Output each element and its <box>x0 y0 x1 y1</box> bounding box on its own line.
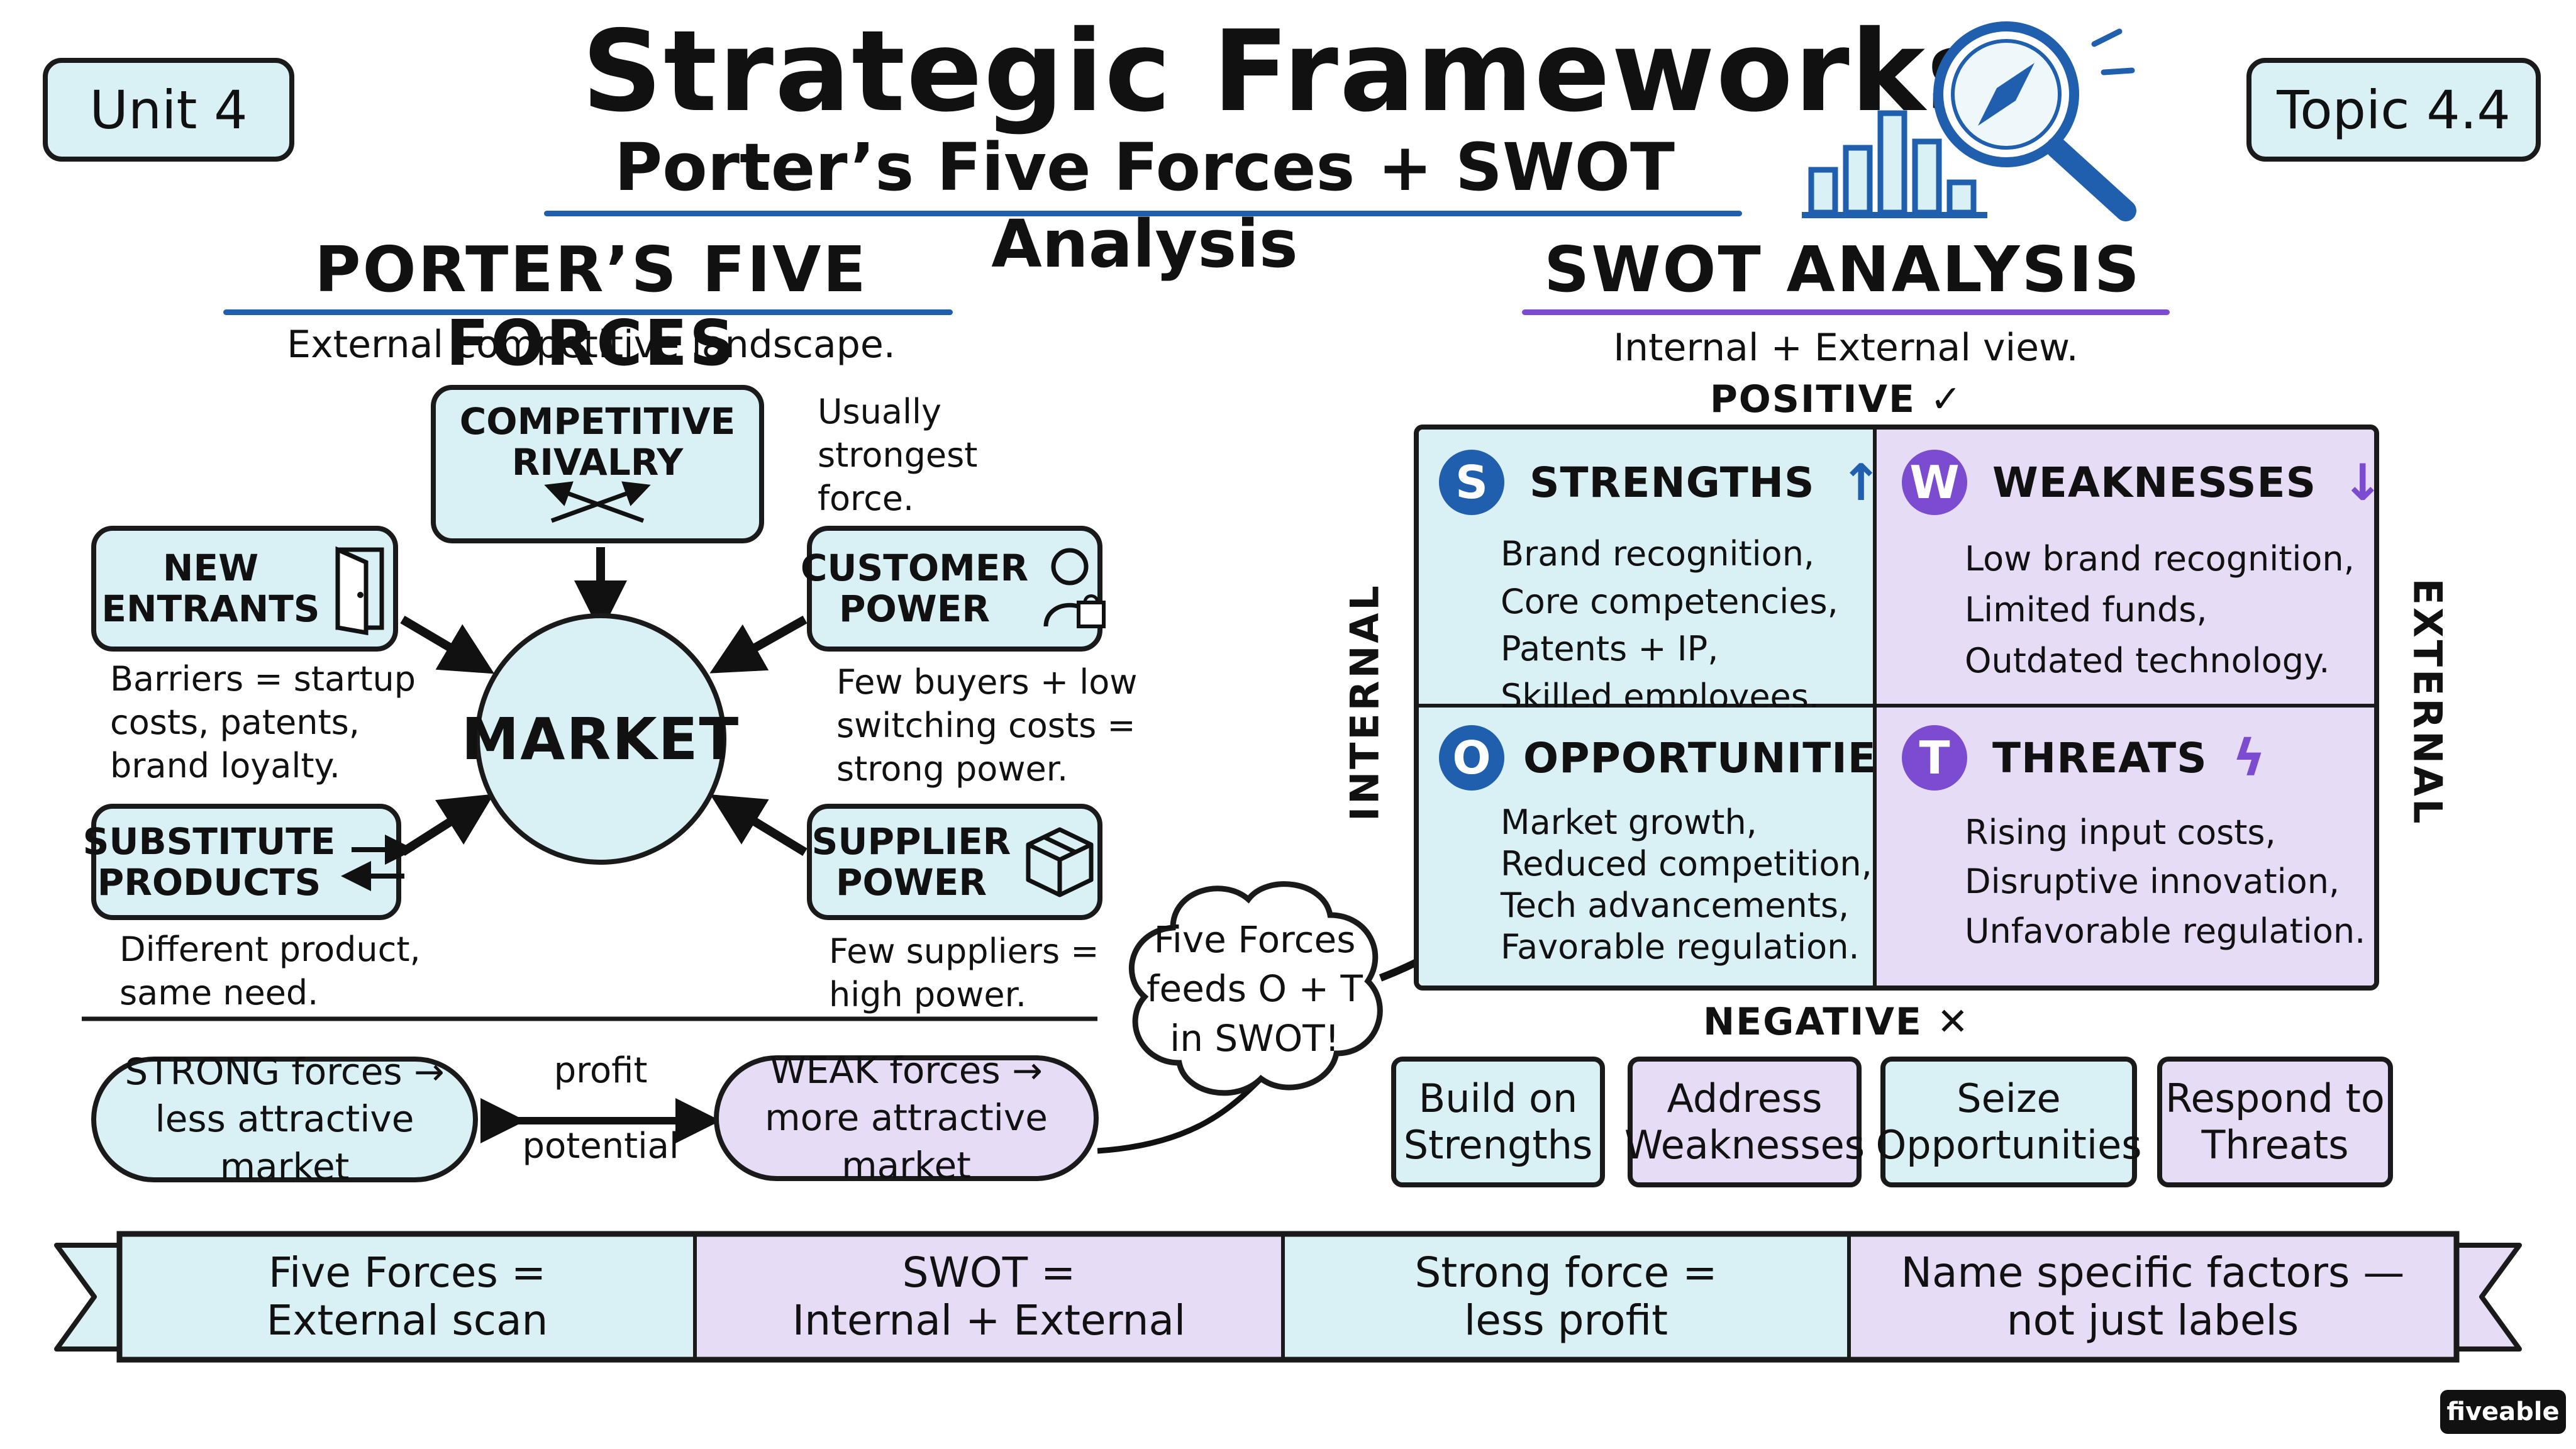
door-icon <box>335 546 384 636</box>
swot-heading-underline <box>1522 309 2170 315</box>
competitive-rivalry-box: COMPETITIVE RIVALRY <box>431 385 764 543</box>
positive-label: POSITIVE ✓ <box>1709 377 1963 421</box>
weaknesses-letter-badge: W <box>1902 450 1967 515</box>
brand-logo: fiveable <box>2440 1390 2566 1434</box>
supplier-power-box: SUPPLIER POWER <box>807 804 1102 920</box>
crossed-arrows-icon <box>544 481 651 523</box>
banner-ribbon <box>54 1231 2522 1363</box>
threats-quadrant: T THREATS ϟ Rising input costs, Disrupti… <box>1877 708 2374 985</box>
action-seize-opportunities: Seize Opportunities <box>1875 1057 2142 1187</box>
opportunities-list: Market growth, Reduced competition, Tech… <box>1501 802 1872 967</box>
action-build-strengths: Build on Strengths <box>1391 1057 1605 1187</box>
page-subtitle: Porter’s Five Forces + SWOT Analysis <box>614 129 1675 282</box>
customer-power-box: CUSTOMER POWER <box>801 526 1106 652</box>
unit-tag: Unit 4 <box>43 58 294 162</box>
weak-forces-bubble: WEAK forces → more attractive market <box>714 1049 1099 1187</box>
substitutes-note: Different product, same need. <box>119 930 421 1013</box>
swap-arrows-icon <box>341 834 416 891</box>
negative-label: NEGATIVE ✕ <box>1702 1000 1970 1044</box>
strong-forces-bubble: STRONG forces → less attractive market <box>91 1050 478 1188</box>
up-arrow-icon: ↑ <box>1840 453 1882 512</box>
opportunities-quadrant: O OPPORTUNITIES ✧ Market growth, Reduced… <box>1419 708 1968 985</box>
market-circle: MARKET <box>462 613 738 865</box>
cloud-text: Five Forces feeds O + T in SWOT! <box>1146 918 1363 1060</box>
weaknesses-quadrant: W WEAKNESSES ↓ Low brand recognition, Li… <box>1877 430 2374 708</box>
porter-caption: External competitive landscape. <box>287 323 896 367</box>
opportunities-letter-badge: O <box>1439 725 1504 791</box>
down-arrow-icon: ↓ <box>2341 453 2374 512</box>
threats-list: Rising input costs, Disruptive innovatio… <box>1965 813 2366 951</box>
supplier-power-note: Few suppliers = high power. <box>829 931 1099 1015</box>
weaknesses-list: Low brand recognition, Limited funds, Ou… <box>1965 539 2355 680</box>
substitute-products-box: SUBSTITUTE PRODUCTS <box>83 804 416 920</box>
swot-grid: S STRENGTHS ↑ Brand recognition, Core co… <box>1414 425 2379 991</box>
banner-cell-swot: SWOT = Internal + External <box>792 1248 1186 1345</box>
threats-letter-badge: T <box>1902 725 1967 791</box>
banner-cell-five-forces: Five Forces = External scan <box>266 1248 548 1345</box>
subtitle-underline <box>544 211 1742 216</box>
new-entrants-box: NEW ENTRANTS <box>91 526 398 652</box>
strengths-letter-badge: S <box>1439 450 1504 515</box>
magnifier-chart-icon <box>1802 21 2136 221</box>
lightning-icon: ϟ <box>2232 728 2266 787</box>
package-box-icon <box>1026 827 1094 897</box>
internal-label: INTERNAL <box>1341 583 1388 821</box>
strengths-quadrant: S STRENGTHS ↑ Brand recognition, Core co… <box>1419 430 1882 716</box>
action-address-weaknesses: Address Weaknesses <box>1624 1057 1865 1187</box>
new-entrants-note: Barriers = startup costs, patents, brand… <box>110 659 416 786</box>
strengths-list: Brand recognition, Core competencies, Pa… <box>1501 534 1838 716</box>
swot-caption: Internal + External view. <box>1613 326 2079 370</box>
action-respond-threats: Respond to Threats <box>2157 1057 2393 1187</box>
profit-label: profit <box>553 1050 648 1091</box>
page-title: Strategic Frameworks <box>581 6 1995 136</box>
rivalry-note: Usually strongest force. <box>818 392 978 519</box>
potential-label: potential <box>522 1126 679 1167</box>
banner-cell-specific-factors: Name specific factors — not just labels <box>1901 1248 2405 1345</box>
topic-tag: Topic 4.4 <box>2246 58 2541 162</box>
customer-shopping-icon <box>1043 548 1106 628</box>
swot-heading: SWOT ANALYSIS <box>1544 233 2141 306</box>
external-label: EXTERNAL <box>2404 578 2451 826</box>
thought-cloud <box>1128 881 1383 1096</box>
porter-heading-underline <box>223 309 953 315</box>
porter-heading: PORTER’S FIVE FORCES <box>314 233 868 380</box>
banner-cell-strong-force: Strong force = less profit <box>1414 1248 1718 1345</box>
customer-power-note: Few buyers + low switching costs = stron… <box>836 662 1138 789</box>
